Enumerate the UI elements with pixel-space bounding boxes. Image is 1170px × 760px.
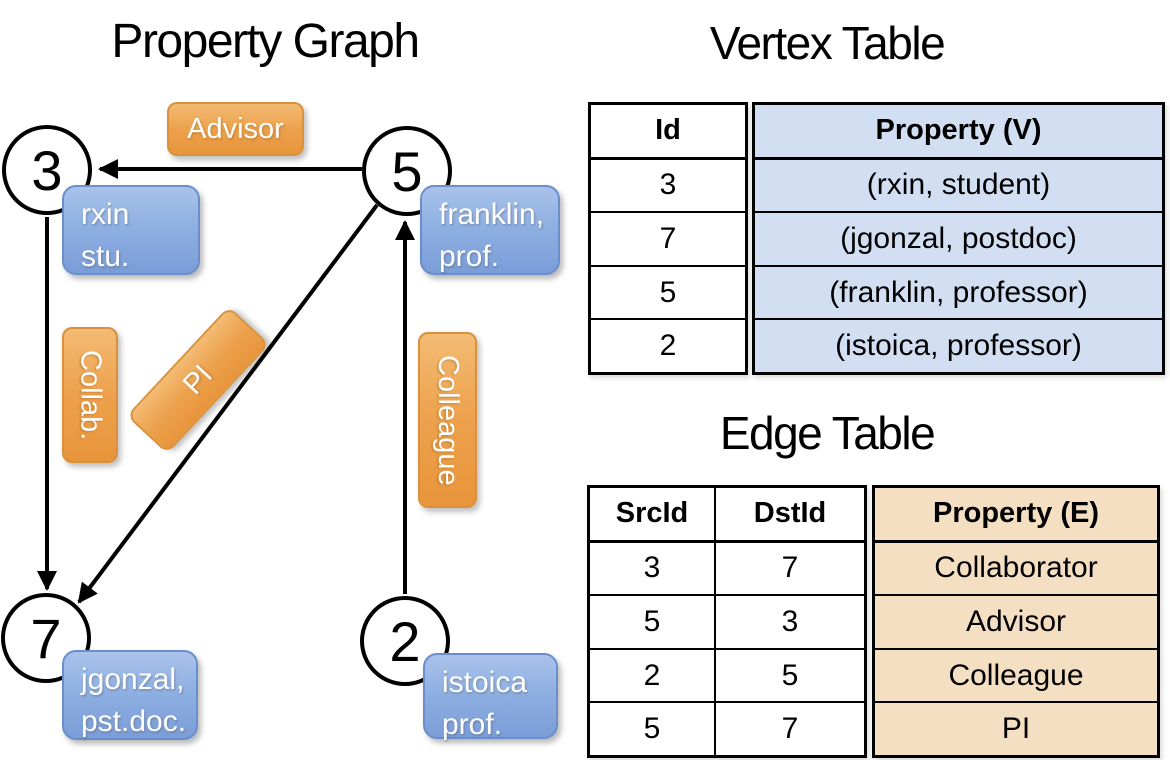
node-label-rxin-line1: rxin — [81, 198, 130, 231]
edge-table-cell-dstid: 7 — [781, 551, 799, 585]
edge-label-colleague: Colleague — [418, 332, 477, 508]
node-label-franklin-line2: prof. — [439, 240, 500, 273]
vertex-table-header-id: Id — [591, 105, 745, 160]
edge-table-row-ids: 5 7 — [590, 703, 864, 755]
edge-table-cell-srcid: 5 — [590, 703, 716, 755]
node-label-jgonzal: jgonzal, pst.doc. — [62, 650, 198, 740]
vertex-table-row-id: 5 — [591, 267, 745, 321]
node-label-franklin-line1: franklin, — [439, 198, 545, 231]
vertex-table-property-column: Property (V) (rxin, student) (jgonzal, p… — [752, 102, 1165, 375]
edge-label-collab: Collab. — [62, 327, 118, 463]
edge-table-row-ids: 3 7 — [590, 542, 864, 597]
vertex-table-row-property: (istoica, professor) — [755, 320, 1162, 372]
node-label-istoica-line1: istoica — [442, 666, 528, 699]
node-label-franklin: franklin, prof. — [420, 185, 560, 275]
vertex-table-row-property: (franklin, professor) — [755, 266, 1162, 321]
vertex-table-row-property: (rxin, student) — [755, 159, 1162, 214]
edge-label-advisor: Advisor — [167, 102, 304, 156]
property-graph-title: Property Graph — [111, 15, 420, 68]
edge-table-id-columns: SrcId DstId 3 7 5 3 2 5 5 7 — [587, 485, 867, 758]
edge-table-header-row: SrcId DstId — [590, 488, 864, 543]
edge-table-header-dstid: DstId — [753, 497, 827, 530]
edge-table-cell-dstid: 7 — [781, 712, 799, 746]
node-5-id: 5 — [391, 139, 423, 203]
vertex-table-id-column: Id 3 7 5 2 — [588, 102, 748, 375]
edge-table-cell-property: Advisor — [875, 596, 1157, 650]
vertex-table-header-property: Property (V) — [755, 105, 1162, 160]
edge-table-cell-dstid: 3 — [781, 604, 799, 638]
edge-table-cell-property: Colleague — [875, 649, 1157, 704]
edge-table-row-ids: 2 5 — [590, 649, 864, 704]
node-label-rxin-line2: stu. — [81, 240, 130, 273]
edge-arrow-pi-5-to-7 — [77, 203, 379, 604]
edge-table-property-column: Property (E) Collaborator Advisor Collea… — [872, 485, 1160, 758]
edge-table-header-property: Property (E) — [875, 488, 1157, 543]
vertex-table-row-id: 3 — [591, 160, 745, 214]
node-label-rxin: rxin stu. — [62, 185, 200, 275]
node-label-istoica: istoica prof. — [423, 653, 558, 741]
edge-table-header-srcid: SrcId — [590, 488, 716, 540]
graph-node-2: 2 — [360, 596, 450, 686]
node-7-id: 7 — [30, 606, 62, 670]
edge-table-cell-srcid: 2 — [590, 649, 716, 702]
node-label-jgonzal-line1: jgonzal, — [81, 663, 185, 696]
vertex-table-row-id: 2 — [659, 329, 677, 363]
edge-table-title: Edge Table — [719, 407, 936, 459]
node-2-id: 2 — [389, 609, 421, 673]
edge-table-cell-property: PI — [875, 703, 1157, 755]
vertex-table-row-id: 7 — [591, 213, 745, 267]
graph-edges — [37, 159, 415, 604]
vertex-table-title: Vertex Table — [709, 17, 946, 69]
node-label-jgonzal-line2: pst.doc. — [81, 705, 187, 738]
node-3-id: 3 — [31, 138, 63, 202]
edge-table-row-ids: 5 3 — [590, 596, 864, 650]
edge-table-cell-property: Collaborator — [875, 542, 1157, 597]
edge-table-cell-dstid: 5 — [781, 658, 799, 692]
node-label-istoica-line2: prof. — [442, 708, 503, 741]
edge-table-cell-srcid: 3 — [590, 542, 716, 595]
vertex-table-row-property: (jgonzal, postdoc) — [755, 213, 1162, 267]
graph-node-5: 5 — [362, 126, 452, 216]
edge-table-cell-srcid: 5 — [590, 596, 716, 648]
